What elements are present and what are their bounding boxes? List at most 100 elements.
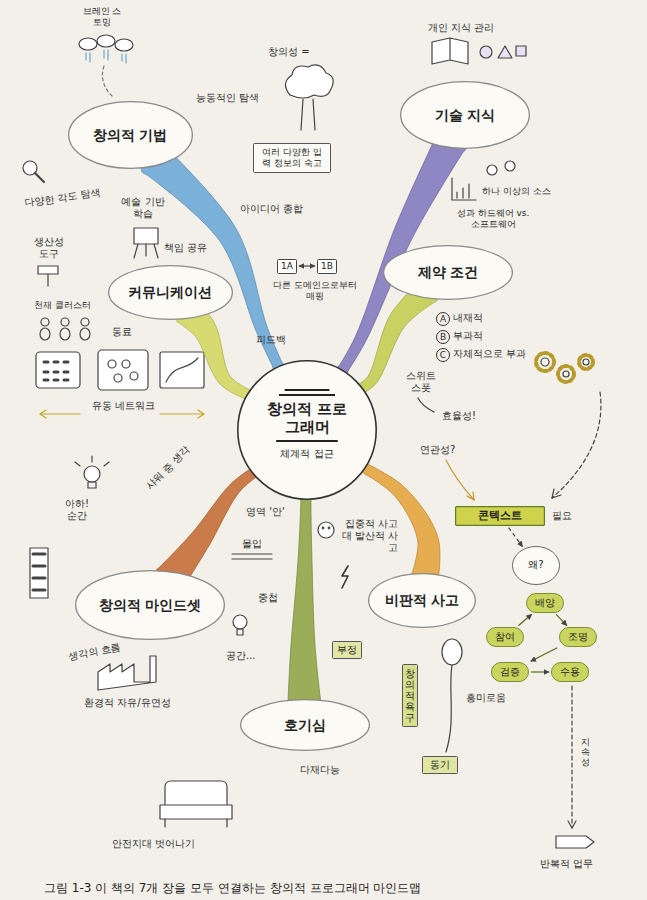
annotation-label: 유동 네트워크 xyxy=(92,400,155,412)
screens-network-part xyxy=(108,360,116,368)
annotation-label: 천재 클러스터 xyxy=(34,300,91,311)
annotation-label: 생각의 흐름 xyxy=(67,641,121,662)
context-arrows xyxy=(418,392,601,500)
screens-network xyxy=(36,350,204,418)
node-title: 창의적 프로그래머 xyxy=(261,400,353,436)
annotation-label: 창의성 = xyxy=(268,46,310,58)
factory-icon-part xyxy=(98,656,156,690)
annotation-label: 하나 이상의 소스 xyxy=(482,186,551,197)
screens-network-part xyxy=(36,352,80,388)
domain-box: 1B xyxy=(317,259,337,274)
branch-topic: 호기심 xyxy=(240,699,370,751)
note-box: 부정 xyxy=(332,641,362,659)
screens-network-part xyxy=(122,360,130,368)
flow-arrow xyxy=(299,265,315,266)
book-icon-part xyxy=(480,46,492,58)
gears-icon-part xyxy=(583,359,589,365)
topic-ellipse xyxy=(401,82,530,149)
topic-ellipse xyxy=(384,245,513,299)
stage-oval: 조명 xyxy=(559,627,597,647)
people-figures xyxy=(40,318,90,340)
context-arrows-part xyxy=(446,460,474,500)
stage-pill xyxy=(492,663,529,682)
flow-arrow xyxy=(556,614,567,625)
brainstorm-clouds xyxy=(79,35,133,96)
note-box: 여러 다양한 입력 정보의 숙고 xyxy=(253,143,331,173)
lightbulb-aha xyxy=(75,456,109,488)
flow-arrow xyxy=(518,614,531,625)
screens-network-part xyxy=(114,374,122,382)
balloon-icon-part xyxy=(446,665,452,752)
annotation-label: 공간... xyxy=(226,650,256,662)
lightbulb-aha-part xyxy=(88,482,96,488)
lightbulb-space xyxy=(233,615,247,635)
annotation-label: 다재다능 xyxy=(300,764,340,776)
filmstrip-icon-part xyxy=(30,548,48,598)
persistence-arrow xyxy=(556,686,594,848)
option-marker: C xyxy=(436,348,450,362)
couch-icon-part xyxy=(160,805,232,819)
balloon-icon-part xyxy=(442,639,462,665)
note-box: 창의적 욕구 xyxy=(402,664,418,727)
box-outline xyxy=(403,664,418,726)
flow-lines xyxy=(232,554,272,559)
thinker-face-part xyxy=(342,566,348,588)
node-title: 참여 xyxy=(495,631,515,643)
box-outline xyxy=(318,259,337,273)
people-figures-part xyxy=(41,318,49,326)
box-outline xyxy=(456,507,545,526)
doodles xyxy=(23,35,601,848)
node-title: 1A xyxy=(281,261,293,272)
annotation-label: 아하! 순간 xyxy=(60,498,94,522)
annotation-label: 샤워 중 생각 xyxy=(144,444,192,492)
node-title: 호기심 xyxy=(284,717,326,734)
node-title: 여러 다양한 입력 정보의 숙고 xyxy=(258,147,326,169)
brainstorm-clouds-part xyxy=(86,50,126,63)
annotation-label: 연관성? xyxy=(420,444,455,456)
branch-band xyxy=(287,495,322,712)
node-title: 커뮤니케이션 xyxy=(128,284,212,301)
branch-topic: 기술 지식 xyxy=(400,81,530,149)
node-title: 왜? xyxy=(528,559,543,571)
figure-caption: 그림 1-3 이 책의 7개 장을 모두 연결하는 창의적 프로그래머 마인드맵 xyxy=(44,880,421,897)
gears-icon-part xyxy=(563,371,569,377)
flow-lines-part xyxy=(232,554,272,559)
context-arrows-part xyxy=(467,492,474,500)
annotation-label: 부과적 xyxy=(453,330,483,342)
topic-ellipse xyxy=(76,571,225,640)
branch-topic: 비판적 사고 xyxy=(368,573,476,628)
context-arrows-part xyxy=(552,392,601,498)
screens-network-part xyxy=(160,352,204,388)
annotation-label: 아이디어 종합 xyxy=(240,203,303,215)
brainstorm-clouds-part xyxy=(115,39,133,51)
node-title: 기술 지식 xyxy=(435,107,496,124)
screens-network-part xyxy=(98,350,148,390)
people-figures-part xyxy=(40,328,50,340)
gears-icon-part xyxy=(536,353,554,371)
branch-topic: 제약 조건 xyxy=(383,245,513,300)
screens-network-part xyxy=(40,410,80,418)
lightbulb-aha-part xyxy=(75,456,109,466)
book-icon xyxy=(432,38,526,64)
central-topic: 창의적 프로그래머체계적 접근 xyxy=(237,360,377,500)
screens-network-part xyxy=(130,372,138,380)
screens-network-part xyxy=(166,358,198,382)
annotation-label: 중첩 xyxy=(258,592,278,604)
filmstrip-icon xyxy=(30,548,48,598)
persistence-arrow-part xyxy=(556,836,594,848)
annotation-label: 예술 기반 학습 xyxy=(118,196,168,220)
annotation-label: 동료 xyxy=(112,326,132,338)
branch-topic: 창의적 마인드셋 xyxy=(75,570,225,640)
thinker-face-part xyxy=(322,527,324,529)
balloon-icon xyxy=(442,639,462,752)
gears-icon xyxy=(536,353,593,382)
couch-icon-part xyxy=(165,819,227,827)
annotation-label: 다양한 각도 탐색 xyxy=(24,187,101,210)
annotation-label: 효율성! xyxy=(442,410,476,422)
people-figures-part xyxy=(61,318,69,326)
note-box: 동기 xyxy=(422,756,458,774)
people-figures-part xyxy=(80,328,90,340)
branch-topic: 창의적 기법 xyxy=(68,101,193,169)
node-title: 제약 조건 xyxy=(418,264,479,281)
